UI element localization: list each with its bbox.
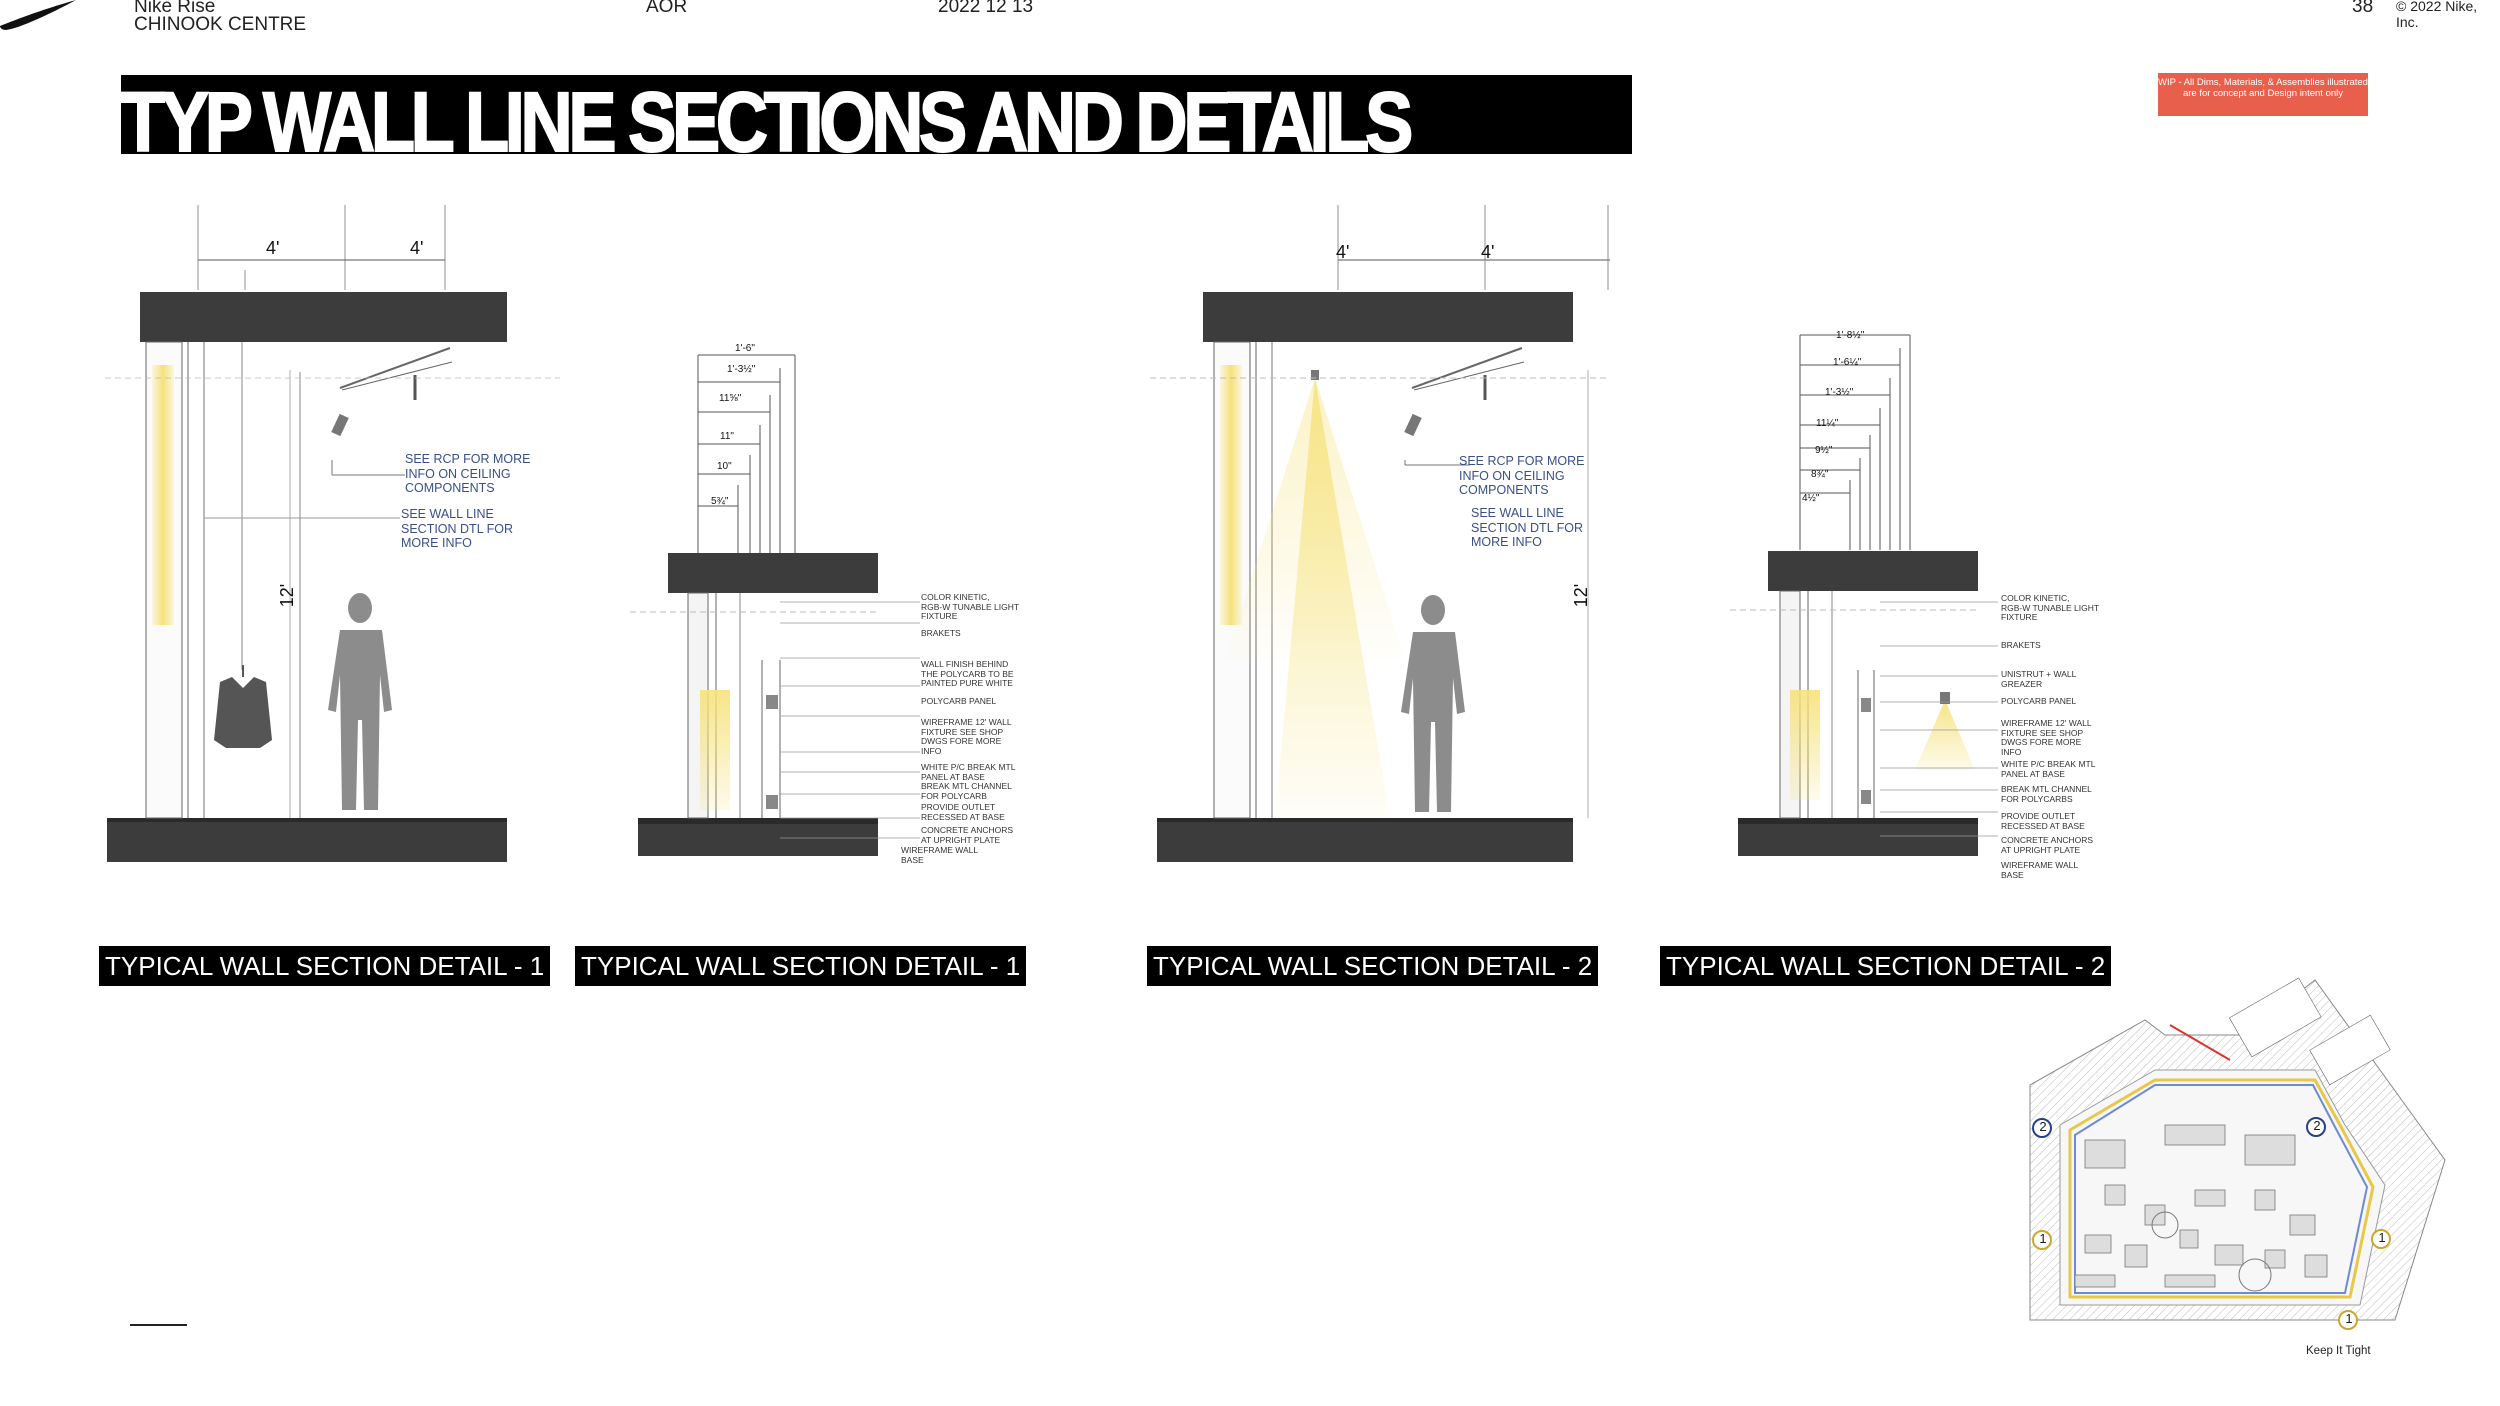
detail1-label-anchors: CONCRETE ANCHORS AT UPRIGHT PLATE	[921, 825, 1014, 845]
detail2-dim-5: 9½"	[1815, 445, 1833, 456]
title-bar	[121, 75, 1632, 154]
detail2-label-break-panel: WHITE P/C BREAK MTL PANEL AT BASE	[2001, 759, 2096, 779]
detail2-label-outlet: PROVIDE OUTLET RECESSED AT BASE	[2001, 811, 2085, 831]
wall-section-1-drawing	[105, 205, 560, 862]
caption-detail-1b: TYPICAL WALL SECTION DETAIL - 1	[575, 946, 1027, 986]
detail2-dim-6: 8¾"	[1811, 469, 1829, 480]
detail2-label-wireframe: WIREFRAME 12' WALL FIXTURE SEE SHOP DWGS…	[2001, 718, 2092, 757]
key-plan-marker-1b: 1	[2378, 1230, 2386, 1245]
wall-section-1-detail-drawing	[630, 354, 920, 856]
detail2-dim-3: 1'-3½"	[1825, 387, 1854, 398]
section1-note-wall: SEE WALL LINE SECTION DTL FOR MORE INFO	[401, 507, 514, 550]
issue-date: 2022 12 13	[938, 0, 1034, 17]
caption-detail-2a: TYPICAL WALL SECTION DETAIL - 2	[1147, 946, 1599, 986]
detail2-label-unistrut: UNISTRUT + WALL GREAZER	[2001, 669, 2077, 689]
detail1-label-outlet: PROVIDE OUTLET RECESSED AT BASE	[921, 802, 1005, 822]
firm-name: AOR	[646, 0, 688, 17]
project-name: Nike Rise	[134, 0, 216, 17]
footer-rule	[130, 1324, 187, 1326]
detail1-label-wireframe: WIREFRAME 12' WALL FIXTURE SEE SHOP DWGS…	[921, 717, 1012, 756]
detail2-label-break-channel: BREAK MTL CHANNEL FOR POLYCARBS	[2001, 784, 2092, 804]
detail1-label-brakets: BRAKETS	[921, 628, 961, 638]
nike-swoosh-logo	[0, 0, 76, 30]
key-plan-marker-2a: 2	[2039, 1119, 2047, 1134]
detail1-label-break-channel: BREAK MTL CHANNEL FOR POLYCARB	[921, 781, 1012, 801]
detail2-label-anchors: CONCRETE ANCHORS AT UPRIGHT PLATE	[2001, 835, 2094, 855]
section2-dim-height: 12'	[1571, 583, 1592, 608]
detail1-label-base: WIREFRAME WALL BASE	[901, 845, 979, 865]
section1-dim-a: 4'	[266, 238, 280, 258]
wip-notice: WIP - All Dims, Materials, & Assemblies …	[2158, 73, 2368, 116]
detail2-label-brakets: BRAKETS	[2001, 640, 2041, 650]
wall-section-2-drawing	[1150, 205, 1610, 862]
section2-note-wall: SEE WALL LINE SECTION DTL FOR MORE INFO	[1471, 506, 1584, 549]
section1-dim-height: 12'	[277, 583, 298, 608]
key-plan-marker-1a: 1	[2039, 1231, 2047, 1246]
detail1-label-polycarb: POLYCARB PANEL	[921, 696, 997, 706]
detail1-dim-5: 10"	[717, 461, 732, 472]
detail2-dim-1: 1'-8½"	[1836, 330, 1865, 341]
detail2-label-base: WIREFRAME WALL BASE	[2001, 860, 2079, 880]
key-plan-caption: Keep It Tight	[2306, 1345, 2371, 1357]
detail1-label-break-panel: WHITE P/C BREAK MTL PANEL AT BASE	[921, 762, 1016, 782]
project-location: CHINOOK CENTRE	[134, 14, 307, 35]
detail2-dim-2: 1'-6¼"	[1833, 357, 1862, 368]
section1-note-rcp: SEE RCP FOR MORE INFO ON CEILING COMPONE…	[405, 452, 531, 495]
detail2-dim-7: 4½"	[1802, 493, 1820, 504]
section2-dim-b: 4'	[1481, 242, 1495, 262]
detail1-dim-6: 5¾"	[711, 496, 729, 507]
detail1-dim-4: 11"	[720, 431, 734, 442]
detail1-label-light: COLOR KINETIC, RGB-W TUNABLE LIGHT FIXTU…	[921, 592, 1020, 621]
detail1-dim-3: 11⅝"	[719, 393, 742, 404]
key-plan-marker-2b: 2	[2313, 1118, 2321, 1133]
caption-detail-2b: TYPICAL WALL SECTION DETAIL - 2	[1660, 946, 2112, 986]
page-title: TYP WALL LINE SECTIONS AND DETAILS	[120, 75, 1414, 169]
detail2-label-light: COLOR KINETIC, RGB-W TUNABLE LIGHT FIXTU…	[2001, 593, 2100, 622]
detail2-dim-4: 11¼"	[1816, 418, 1839, 429]
detail1-dim-2: 1'-3½"	[727, 364, 756, 375]
section2-dim-a: 4'	[1336, 242, 1350, 262]
key-plan-map	[2029, 977, 2446, 1330]
section1-dim-b: 4'	[410, 238, 424, 258]
detail1-dim-1: 1'-6"	[735, 343, 755, 354]
caption-detail-1a: TYPICAL WALL SECTION DETAIL - 1	[99, 946, 551, 986]
section2-note-rcp: SEE RCP FOR MORE INFO ON CEILING COMPONE…	[1459, 454, 1585, 497]
copyright: © 2022 Nike, Inc.	[2396, 0, 2478, 30]
wall-section-2-detail-drawing	[1730, 334, 1998, 856]
key-plan-marker-1c: 1	[2345, 1311, 2353, 1326]
detail2-label-polycarb: POLYCARB PANEL	[2001, 696, 2077, 706]
page-number: 38	[2352, 0, 2374, 17]
detail1-label-wall-finish: WALL FINISH BEHIND THE POLYCARB TO BE PA…	[921, 659, 1014, 688]
